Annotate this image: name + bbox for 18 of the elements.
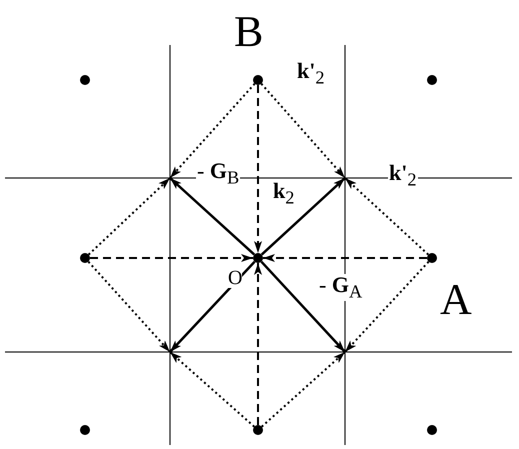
dotted-arrow: [344, 261, 430, 353]
point-label: O: [228, 268, 242, 288]
dotted-arrow: [344, 177, 429, 256]
dotted-arrow: [88, 261, 171, 353]
dotted-arrow: [260, 83, 346, 179]
dashed-arrow: [254, 263, 262, 425]
dashed-arrow: [254, 85, 262, 253]
dotted-arrow: [88, 177, 171, 256]
arrow: [169, 260, 256, 353]
dotted-arrow: [169, 351, 255, 428]
arrow: [260, 177, 346, 256]
edge-label: - G$_{A}$: [318, 274, 364, 301]
dotted-arrow: [261, 351, 346, 428]
dotted-arrow: [169, 83, 256, 179]
arrow: [169, 177, 256, 256]
dashed-arrow: [263, 254, 427, 262]
arrow: [260, 260, 346, 353]
dashed-arrow: [90, 254, 253, 262]
